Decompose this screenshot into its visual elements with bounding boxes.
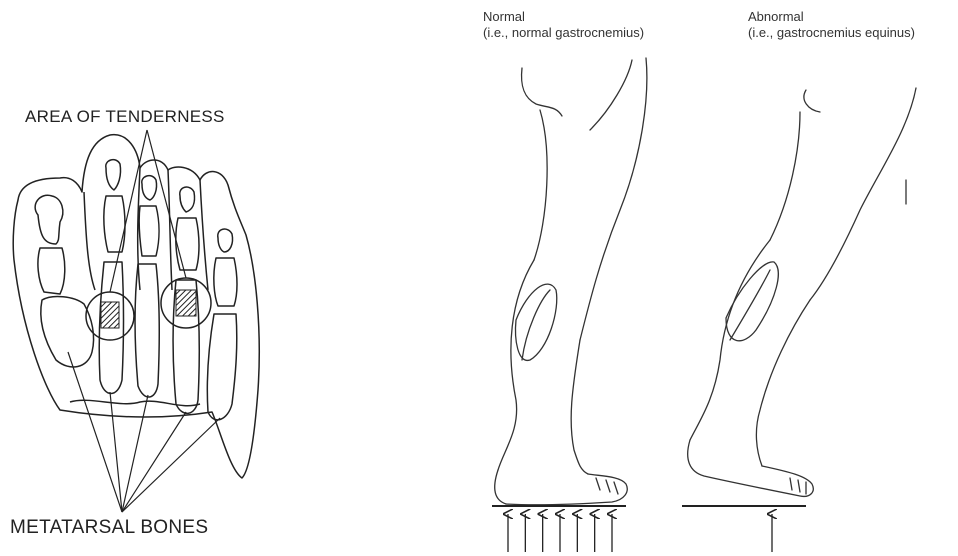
abnormal-title: Abnormal <box>748 9 915 25</box>
normal-force-arrows <box>508 514 612 552</box>
area-of-tenderness-label: AREA OF TENDERNESS <box>25 107 225 127</box>
normal-caption: Normal (i.e., normal gastrocnemius) <box>483 9 644 41</box>
tenderness-areas <box>86 278 211 340</box>
abnormal-caption: Abnormal (i.e., gastrocnemius equinus) <box>748 9 915 41</box>
tenderness-hatch-second <box>101 302 119 328</box>
normal-leg-drawing <box>495 58 647 505</box>
tenderness-leader-lines <box>110 130 186 292</box>
abnormal-subtitle: (i.e., gastrocnemius equinus) <box>748 25 915 41</box>
foot-drawing <box>13 135 259 478</box>
tenderness-hatch-fourth <box>176 290 196 316</box>
normal-subtitle: (i.e., normal gastrocnemius) <box>483 25 644 41</box>
normal-title: Normal <box>483 9 644 25</box>
metatarsal-leader-lines <box>68 352 220 512</box>
metatarsal-bones-label: METATARSAL BONES <box>10 517 208 539</box>
abnormal-leg-drawing <box>688 88 916 496</box>
